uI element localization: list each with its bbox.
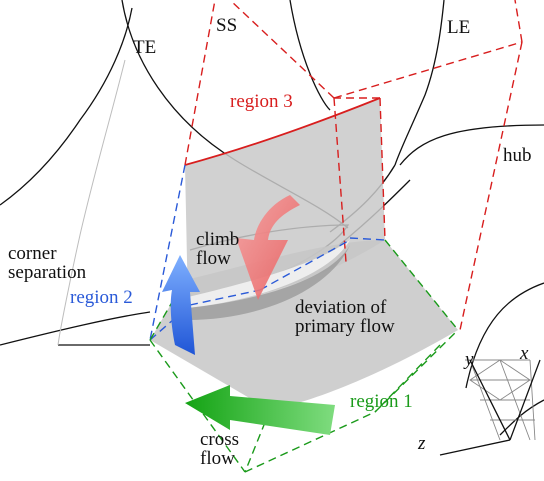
- cross-flow-arrow: [185, 385, 335, 435]
- label-le: LE: [447, 17, 471, 38]
- endwall-left-curve: [0, 311, 151, 346]
- climb-lens-dark: [188, 245, 350, 320]
- region3-top-edge: [184, 97, 381, 166]
- label-ss: SS: [216, 15, 238, 36]
- region2-arrow: [162, 255, 200, 355]
- label-corner-separation: corner separation: [8, 243, 87, 283]
- thin-grey-line: [57, 59, 126, 346]
- trailing-edge-curve: [0, 7, 133, 206]
- leading-edge-curve: [394, 0, 445, 166]
- axes-lines: [439, 359, 541, 456]
- endwall-right-curve: [465, 282, 544, 389]
- label-region1: region 1: [350, 391, 413, 412]
- climb-lens-light: [188, 240, 350, 308]
- climb-flow-arrow: [236, 195, 300, 300]
- grey-surface-lower: [150, 240, 458, 410]
- axes-triad: [465, 359, 536, 441]
- label-hub: hub: [503, 145, 532, 166]
- hub-curve: [399, 124, 544, 166]
- label-axis-y: y: [465, 349, 474, 370]
- label-region3: region 3: [230, 91, 293, 112]
- label-axis-z: z: [418, 433, 426, 454]
- label-cross-flow: cross flow: [200, 429, 240, 469]
- blade-upper-curve: [289, 0, 331, 111]
- label-climb-flow: climb flow: [196, 229, 240, 269]
- label-deviation: deviation of primary flow: [295, 297, 395, 337]
- region3-box: [184, 0, 523, 331]
- label-region2: region 2: [70, 287, 133, 308]
- label-axis-x: x: [520, 343, 529, 364]
- label-te: TE: [133, 37, 157, 58]
